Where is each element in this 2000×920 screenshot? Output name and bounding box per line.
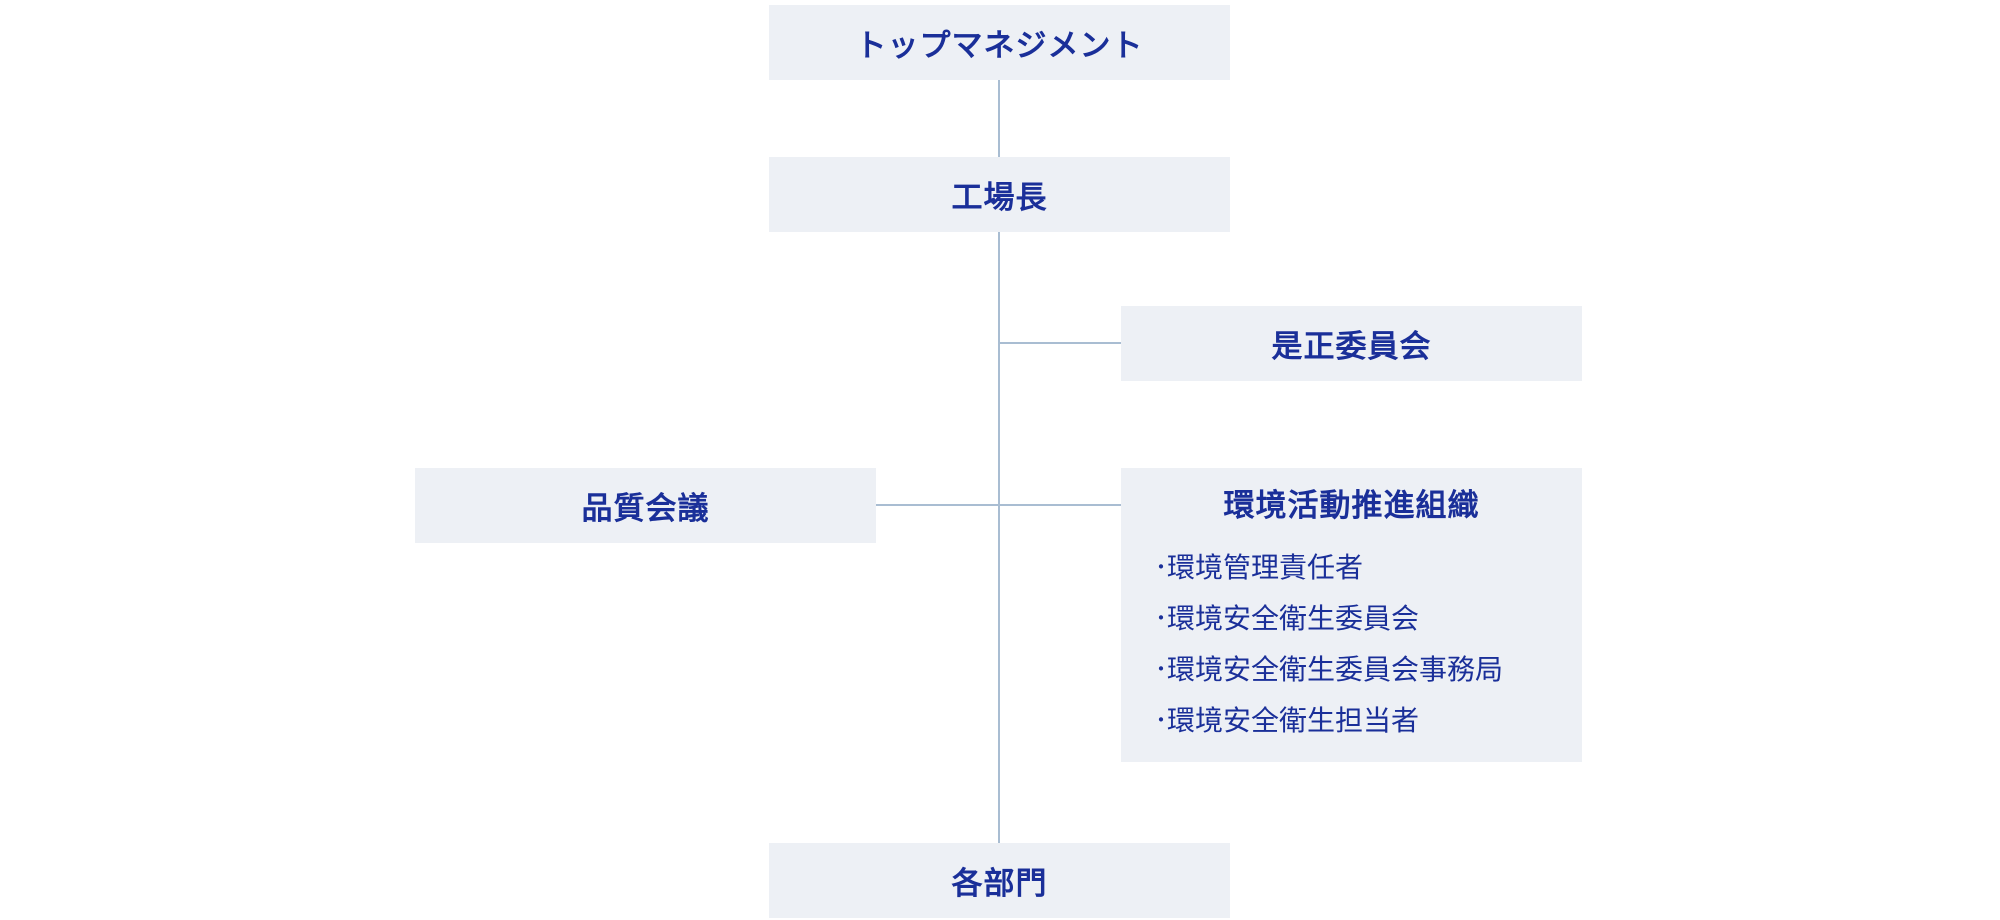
env-organization-item: ・環境管理責任者 — [1151, 542, 1582, 593]
env-organization-item: ・環境安全衛生委員会 — [1151, 593, 1582, 644]
node-departments-label: 各部門 — [951, 866, 1048, 902]
connector-quality-to-env — [876, 504, 1122, 506]
env-organization-list: ・環境管理責任者 ・環境安全衛生委員会 ・環境安全衛生委員会事務局 ・環境安全衛… — [1121, 542, 1582, 746]
node-departments: 各部門 — [769, 843, 1230, 918]
bullet-marker: ・ — [1151, 708, 1171, 732]
connector-top-to-plant — [998, 80, 1000, 158]
node-corrective-committee: 是正委員会 — [1121, 306, 1582, 381]
node-env-organization-title: 環境活動推進組織 — [1223, 488, 1480, 524]
node-quality-meeting-label: 品質会議 — [581, 491, 710, 527]
bullet-marker: ・ — [1151, 606, 1171, 630]
env-organization-item: ・環境安全衛生委員会事務局 — [1151, 644, 1582, 695]
node-top-management-label: トップマネジメント — [855, 28, 1144, 64]
node-env-organization: 環境活動推進組織 ・環境管理責任者 ・環境安全衛生委員会 ・環境安全衛生委員会事… — [1121, 468, 1582, 762]
bullet-marker: ・ — [1151, 657, 1171, 681]
node-corrective-committee-label: 是正委員会 — [1271, 329, 1432, 365]
node-top-management: トップマネジメント — [769, 5, 1230, 80]
node-plant-manager: 工場長 — [769, 157, 1230, 232]
env-organization-item-label: 環境安全衛生委員会事務局 — [1167, 653, 1504, 686]
bullet-marker: ・ — [1151, 555, 1171, 579]
env-organization-item: ・環境安全衛生担当者 — [1151, 695, 1582, 746]
node-quality-meeting: 品質会議 — [415, 468, 876, 543]
env-organization-item-label: 環境管理責任者 — [1167, 551, 1364, 584]
node-plant-manager-label: 工場長 — [951, 180, 1048, 216]
connector-main-vertical — [998, 232, 1000, 844]
connector-to-corrective-committee — [998, 342, 1122, 344]
env-organization-item-label: 環境安全衛生担当者 — [1167, 704, 1420, 737]
env-organization-item-label: 環境安全衛生委員会 — [1167, 602, 1420, 635]
